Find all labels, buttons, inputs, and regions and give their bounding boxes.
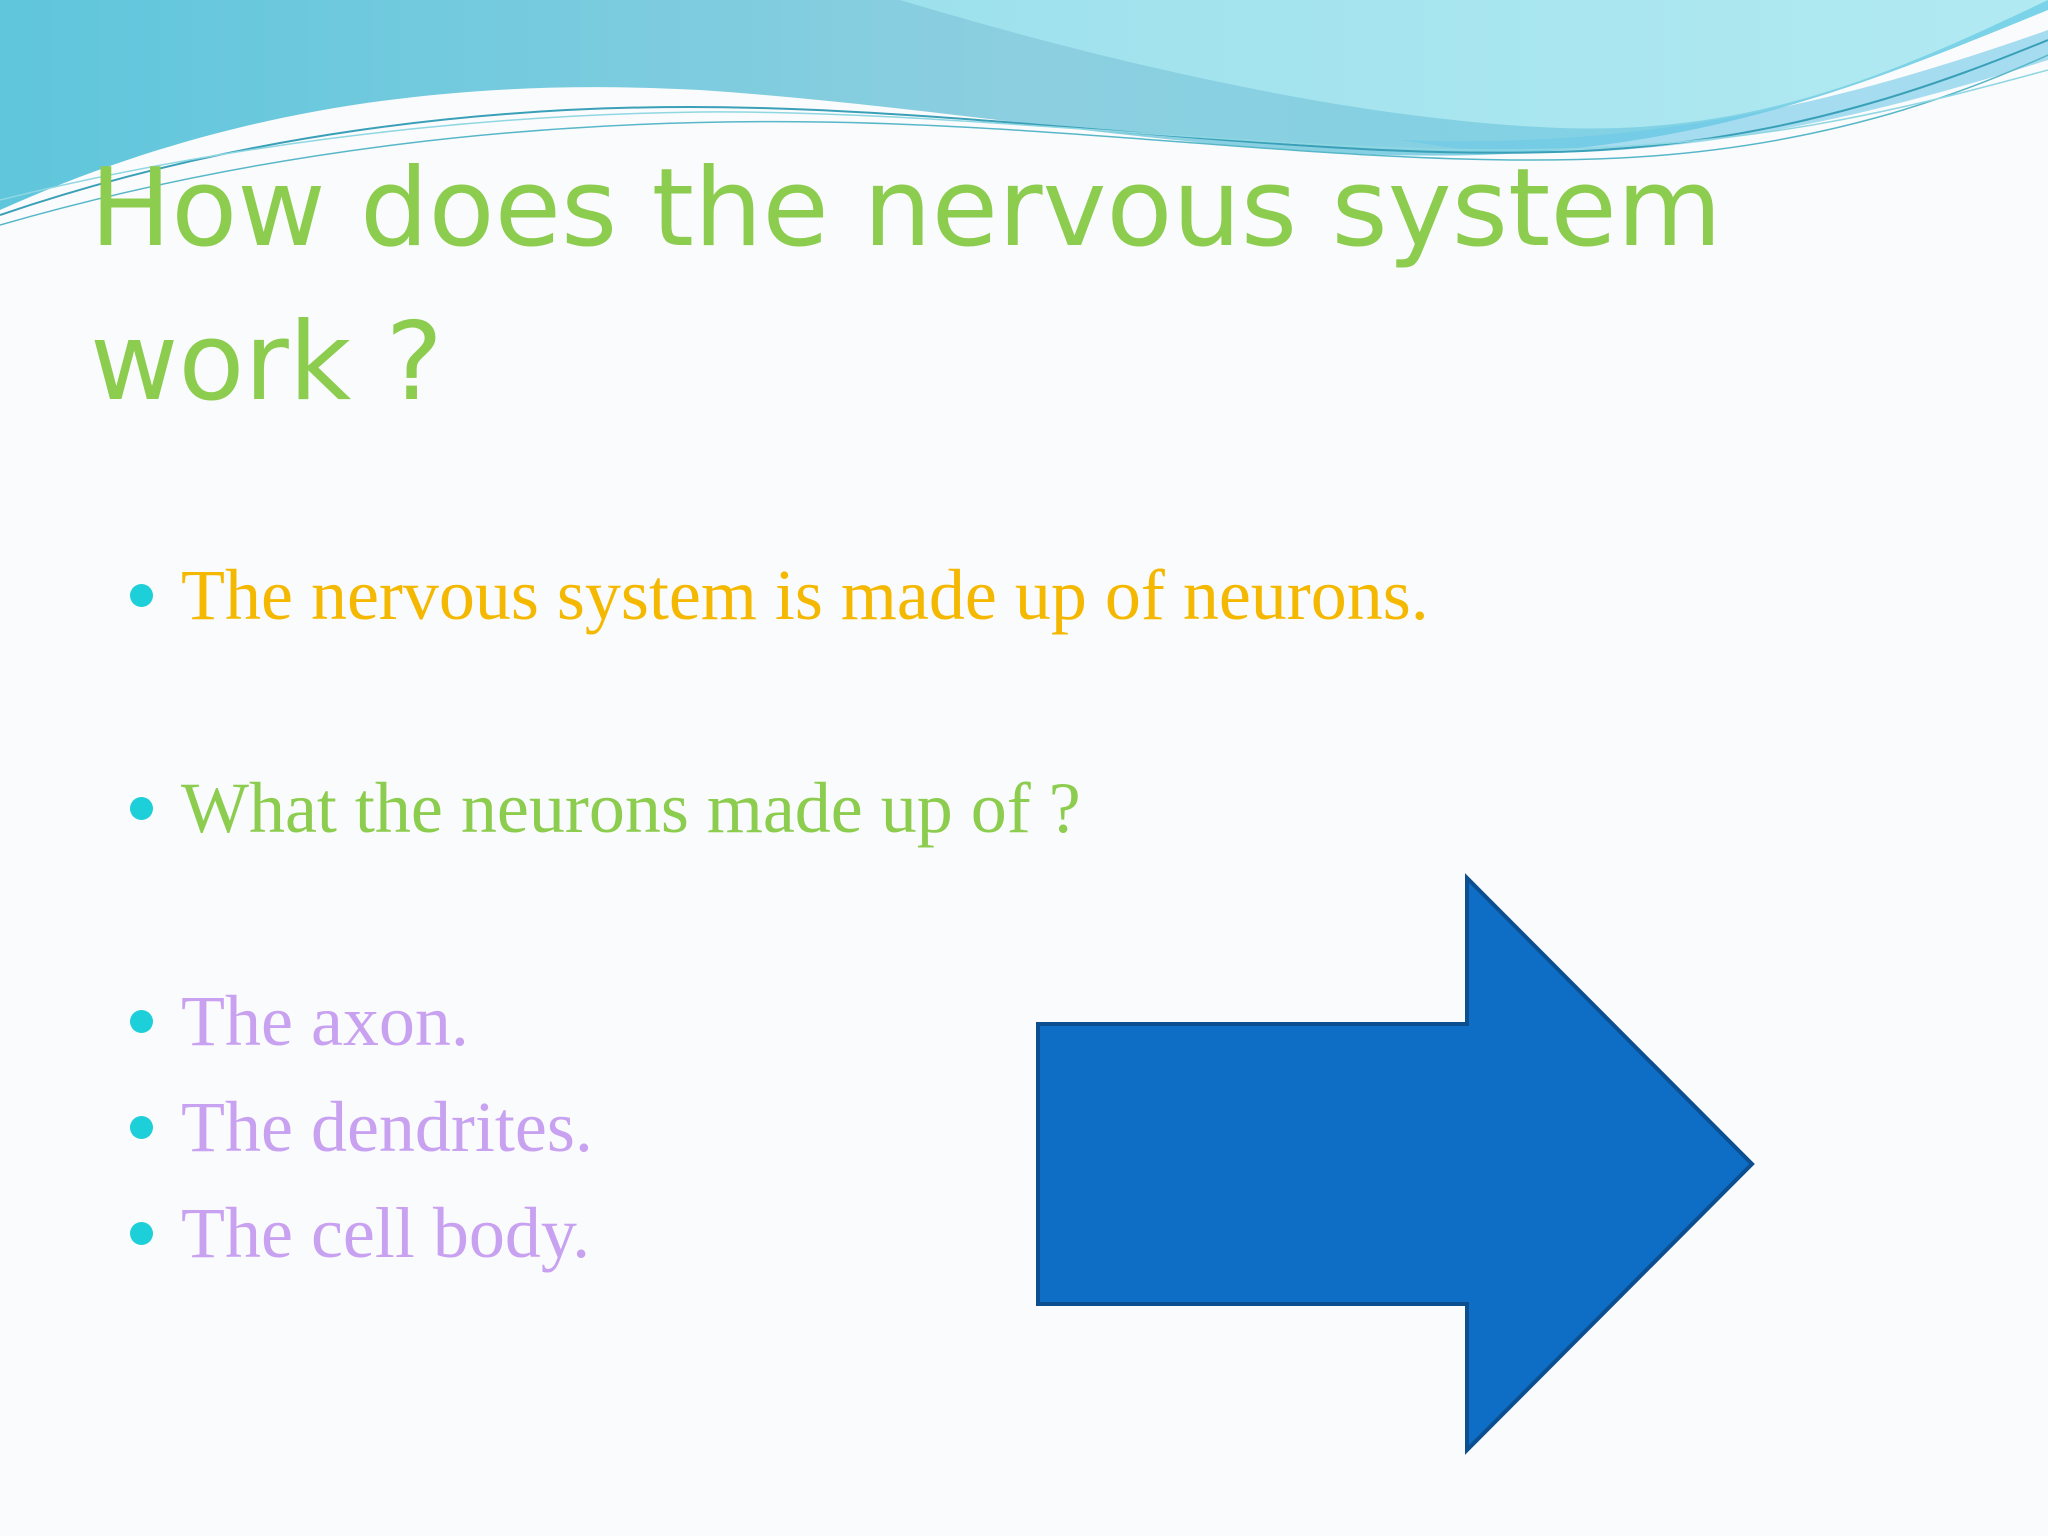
bullet-text: What the neurons made up of ? [181, 768, 1081, 848]
bullet-dot-icon [130, 1009, 153, 1033]
bullet-dot-icon [130, 583, 153, 607]
bullet-text: The nervous system is made up of neurons… [181, 555, 1429, 635]
bullet-dot-icon [130, 1115, 153, 1139]
wave-header-decoration [0, 0, 2048, 226]
bullet-item: The axon. [130, 976, 469, 1066]
bullet-text: The dendrites. [181, 1087, 593, 1167]
slide-title: How does the nervous system work ? [90, 146, 1722, 425]
bullet-item: The dendrites. [130, 1082, 593, 1172]
bullet-text: The cell body. [181, 1193, 591, 1273]
right-arrow-icon [1036, 873, 1755, 1455]
bullet-text: The axon. [181, 981, 469, 1061]
bullet-dot-icon [130, 1221, 153, 1245]
bullet-item: What the neurons made up of ? [130, 763, 1081, 853]
bullet-dot-icon [130, 796, 153, 820]
bullet-item: The nervous system is made up of neurons… [130, 550, 1429, 640]
bullet-item: The cell body. [130, 1188, 590, 1278]
